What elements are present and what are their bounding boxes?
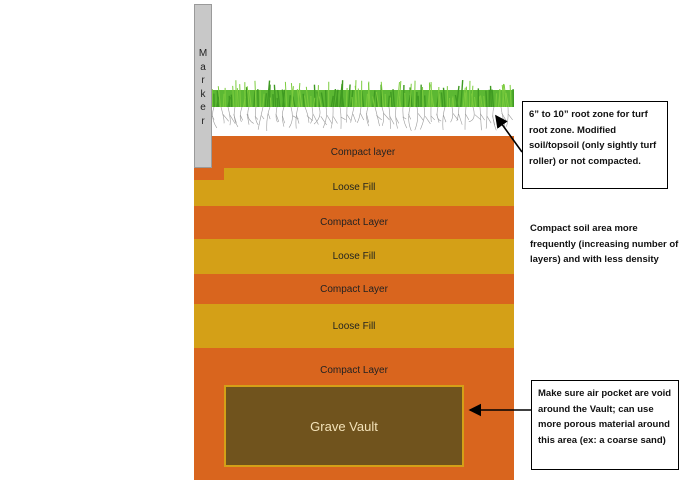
- compact-layer-2: Compact Layer: [194, 206, 514, 239]
- root-zone-callout: 6” to 10” root zone for turf root zone. …: [522, 101, 668, 189]
- grave-vault: Grave Vault: [224, 385, 464, 467]
- compact-soil-note-text: Compact soil area more frequently (incre…: [530, 223, 679, 265]
- loose-fill-layer-3: Loose Fill: [194, 304, 514, 348]
- marker-letter: e: [200, 102, 206, 113]
- layer-label: Compact Layer: [320, 217, 388, 228]
- marker-letter: k: [200, 88, 206, 100]
- root-zone: [212, 107, 514, 136]
- layer-label: Loose Fill: [332, 320, 376, 332]
- compact-soil-note: Compact soil area more frequently (incre…: [530, 221, 680, 268]
- compact-layer-1: Compact layer: [212, 136, 514, 169]
- marker-letter: r: [201, 75, 205, 86]
- marker-post: M a r k e r: [194, 4, 212, 168]
- vault-callout: Make sure air pocket are void around the…: [531, 380, 679, 470]
- compact-layer-notch-overlay: [194, 168, 224, 180]
- marker-letter: r: [201, 115, 205, 127]
- layer-label: Loose Fill: [332, 181, 376, 193]
- vault-label: Grave Vault: [310, 418, 378, 434]
- layer-label: Loose Fill: [332, 251, 376, 262]
- compact-layer-4-label-wrap: Compact Layer: [194, 358, 514, 382]
- layer-label: Compact Layer: [320, 283, 388, 295]
- marker-label: M a r k e r: [195, 47, 211, 128]
- marker-letter: a: [200, 61, 206, 73]
- layer-label: Compact layer: [330, 147, 396, 158]
- root-zone-callout-text: 6” to 10” root zone for turf root zone. …: [529, 109, 657, 167]
- turf-grass: [212, 80, 514, 110]
- loose-fill-layer-2: Loose Fill: [194, 239, 514, 274]
- layer-label: Compact Layer: [320, 364, 388, 376]
- vault-callout-text: Make sure air pocket are void around the…: [538, 388, 672, 446]
- compact-layer-3: Compact Layer: [194, 274, 514, 304]
- loose-fill-layer-1: Loose Fill: [194, 168, 514, 206]
- marker-letter: M: [198, 48, 208, 59]
